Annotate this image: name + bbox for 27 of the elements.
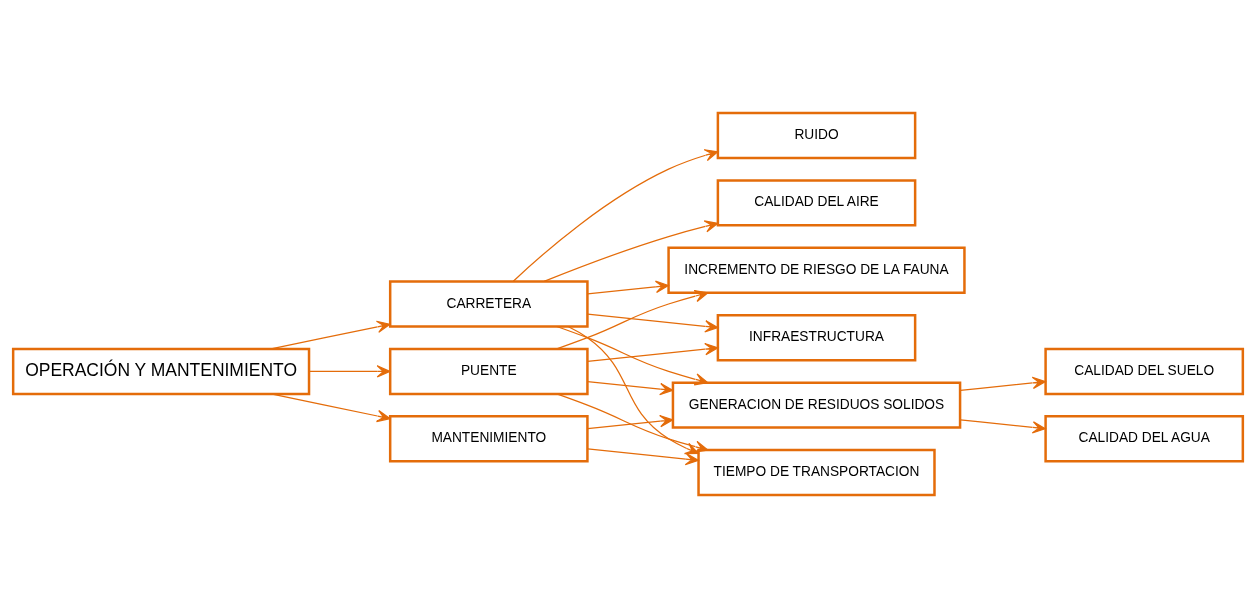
arrow bbox=[959, 418, 1046, 434]
node-box: CARRETERA bbox=[388, 279, 589, 328]
arrow bbox=[587, 342, 719, 362]
arrow bbox=[556, 325, 709, 385]
arrow bbox=[543, 219, 719, 282]
node-box: PUENTE bbox=[388, 347, 589, 395]
arrow bbox=[587, 447, 699, 465]
arrow bbox=[587, 380, 674, 395]
node-box: RUIDO bbox=[716, 111, 917, 159]
node-box: MANTENIMIENTO bbox=[388, 414, 589, 463]
arrow bbox=[587, 280, 670, 294]
node-box: INCREMENTO DE RIESGO DE LA FAUNA bbox=[667, 246, 966, 294]
arrow bbox=[587, 313, 719, 333]
node-box: GENERACION DE RESIDUOS SOLIDOS bbox=[671, 380, 962, 429]
arrow bbox=[512, 148, 719, 282]
node-box: INFRAESTRUCTURA bbox=[716, 313, 917, 361]
arrow bbox=[587, 414, 674, 429]
arrow bbox=[556, 289, 709, 350]
arrow bbox=[308, 364, 391, 378]
node-box: TIEMPO DE TRANSPORTACION bbox=[697, 448, 936, 496]
arrow bbox=[270, 392, 391, 422]
node-box: OPERACIÓN Y MANTENIMIENTO bbox=[11, 347, 311, 395]
arrow bbox=[959, 376, 1046, 391]
node-box: CALIDAD DEL AIRE bbox=[716, 178, 917, 227]
node-box: CALIDAD DEL SUELO bbox=[1044, 347, 1245, 395]
node-box: CALIDAD DEL AGUA bbox=[1044, 414, 1245, 463]
arrow bbox=[270, 320, 391, 349]
